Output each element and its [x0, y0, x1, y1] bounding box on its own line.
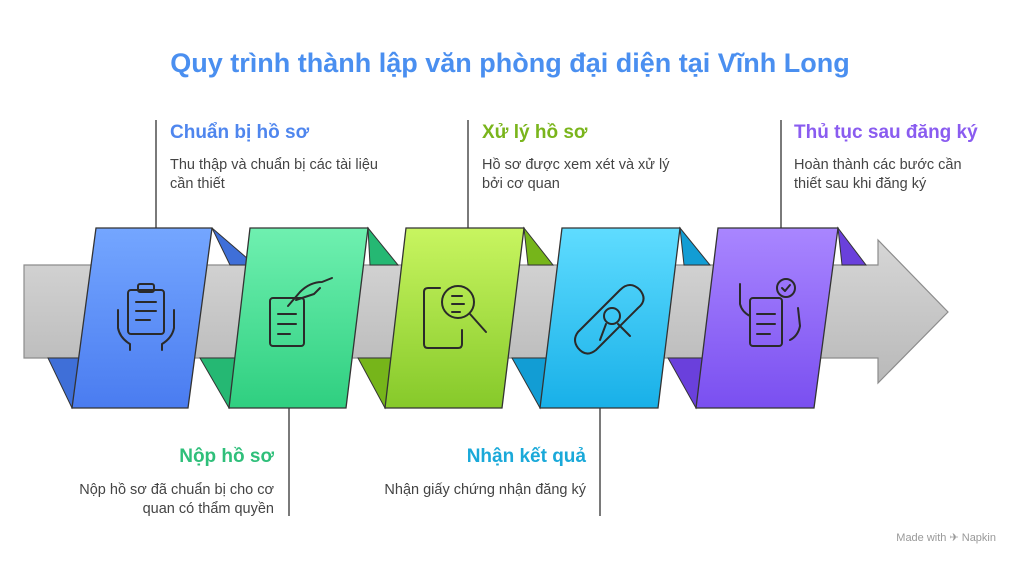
step-3-desc: Hồ sơ được xem xét và xử lý bởi cơ quan: [482, 157, 670, 192]
step-1-desc: Thu thập và chuẩn bị các tài liệu cần th…: [170, 157, 378, 192]
step-panel-4: [539, 227, 681, 409]
step-panel-2: [228, 227, 369, 409]
hand-document-icon: [269, 277, 333, 347]
step-2-desc: Nộp hồ sơ đã chuẩn bị cho cơ quan có thẩ…: [79, 482, 274, 517]
step-5-title: Thủ tục sau đăng ký: [794, 122, 978, 143]
step-3-title: Xử lý hồ sơ: [482, 122, 588, 143]
step-1-title: Chuẩn bị hồ sơ: [170, 122, 310, 143]
step-panel-5: [695, 227, 839, 409]
page-title: Quy trình thành lập văn phòng đại diện t…: [170, 48, 850, 78]
connector-lines: [155, 120, 782, 516]
made-with-napkin-footer[interactable]: Made with ✈ Napkin: [896, 532, 996, 544]
step-panel-1: [71, 227, 213, 409]
document-magnifier-icon: [423, 285, 487, 349]
step-4-desc: Nhận giấy chứng nhận đăng ký: [384, 482, 586, 498]
step-5-desc: Hoàn thành các bước cần thiết sau khi đă…: [794, 157, 962, 192]
clipboard-hands-icon: [117, 283, 175, 351]
certificate-scroll-icon: [574, 284, 645, 355]
step-2-title: Nộp hồ sơ: [179, 446, 274, 467]
step-4-title: Nhận kết quả: [466, 446, 586, 467]
checklist-hands-icon: [739, 278, 801, 347]
